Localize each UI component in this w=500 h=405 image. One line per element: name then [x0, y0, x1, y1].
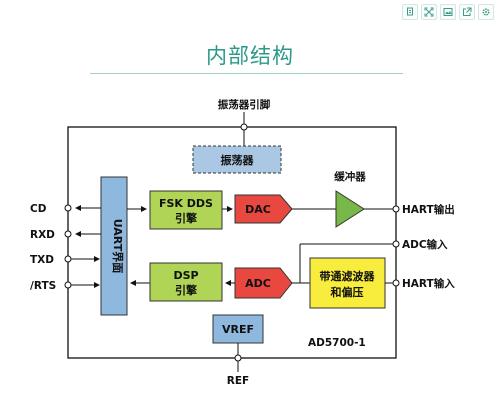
dac-label: DAC [245, 203, 271, 216]
copy-icon[interactable] [402, 4, 418, 20]
hart-in-pin [392, 279, 400, 287]
dsp-label-line2: 引擎 [175, 283, 197, 297]
ref-pin [234, 354, 242, 362]
hart-in-label: HART输入 [402, 277, 455, 290]
uart-block [100, 176, 128, 316]
ref-label: REF [227, 375, 249, 387]
vref-block [212, 314, 264, 344]
title-divider [90, 73, 403, 74]
pin-label-cd: CD [30, 203, 47, 215]
fsk-label-line1: FSK DDS [159, 197, 213, 210]
dsp-engine-block [149, 262, 223, 302]
left-pins: CD RXD TXD /RTS [30, 203, 101, 292]
oscillator-label: 振荡器 [221, 153, 255, 167]
pin-label-rts: /RTS [30, 280, 56, 292]
adc-label: ADC [245, 277, 271, 290]
oscillator-pin-label: 振荡器引脚 [218, 98, 271, 111]
save-image-icon[interactable] [440, 4, 456, 20]
adc-in-pin [392, 240, 400, 248]
bandpass-filter-block [309, 257, 386, 309]
dsp-label-line1: DSP [173, 269, 198, 282]
settings-icon[interactable] [478, 4, 494, 20]
vref-label: VREF [222, 323, 254, 336]
chip-name: AD5700-1 [308, 337, 366, 349]
pin-label-txd: TXD [30, 254, 54, 266]
hart-out-label: HART输出 [402, 203, 455, 216]
fsk-dds-engine-block [149, 190, 223, 230]
buffer-amplifier [335, 190, 365, 228]
buffer-label: 缓冲器 [333, 170, 366, 183]
filter-label-line2: 和偏压 [331, 285, 364, 299]
fsk-label-line2: 引擎 [175, 211, 197, 225]
pin-label-rxd: RXD [30, 229, 55, 241]
page-title: 内部结构 [206, 44, 294, 68]
oscillator-block [192, 145, 282, 174]
toolbar [402, 4, 494, 20]
oscillator-pin [240, 123, 248, 131]
uart-label: UART界面 [111, 219, 124, 274]
fullscreen-icon[interactable] [421, 4, 437, 20]
adc-in-label: ADC输入 [402, 238, 448, 251]
filter-label-line1: 带通滤波器 [320, 269, 376, 283]
dac-block [234, 194, 293, 224]
hart-out-pin [392, 205, 400, 213]
adc-block [234, 267, 293, 299]
share-icon[interactable] [459, 4, 475, 20]
